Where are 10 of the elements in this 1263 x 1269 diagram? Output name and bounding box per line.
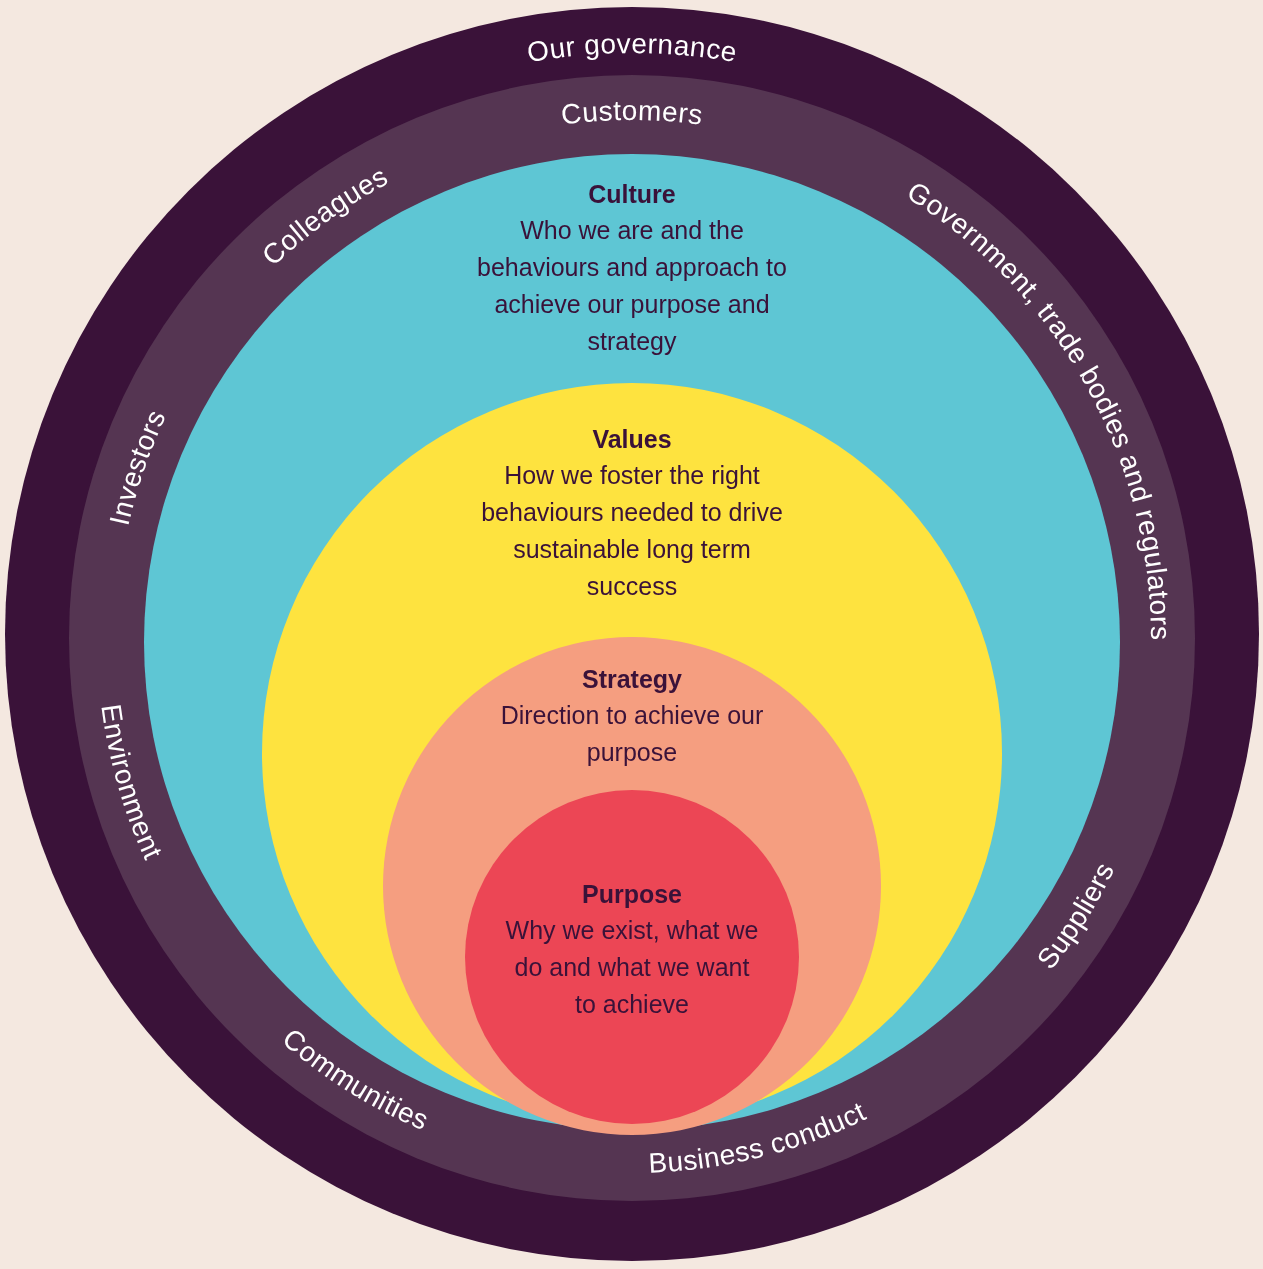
circle-description: Who we are and the behaviours and approach to achieve our purpose and strategy: [476, 215, 788, 357]
circle-description: Why we exist, what we do and what we want to achieve: [504, 915, 760, 1020]
ring-label: Our governance: [524, 27, 740, 69]
circle-heading: Culture: [588, 179, 676, 210]
circle-heading: Purpose: [582, 879, 682, 910]
circle-heading: Values: [592, 424, 672, 455]
ring-label: Customers: [559, 94, 705, 131]
circle-description: How we foster the right behaviours needed to drive sustainable long term success: [480, 460, 784, 602]
circle-heading: Strategy: [581, 664, 682, 695]
circle-description: Direction to achieve our purpose: [499, 700, 765, 768]
